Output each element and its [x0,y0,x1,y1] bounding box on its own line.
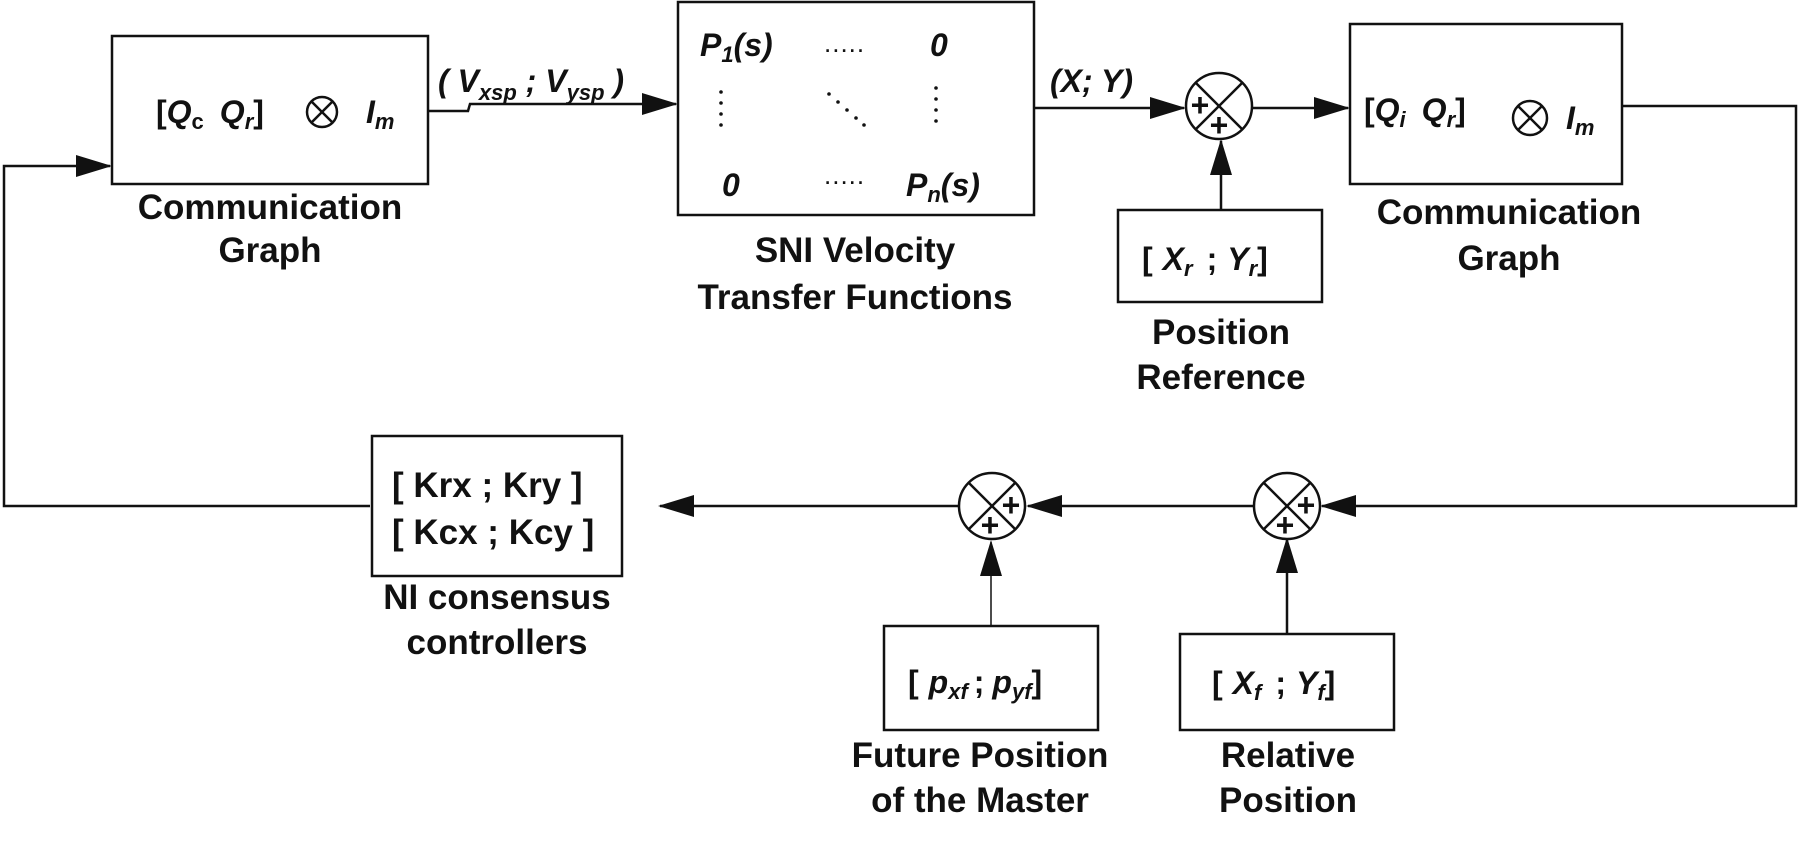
svg-text:P1(s): P1(s) [700,27,773,67]
svg-text:controllers: controllers [407,623,588,662]
position-reference-block: [Xr;Yr] Position Reference [1116,208,1324,397]
svg-text:Im: Im [1566,100,1594,140]
svg-text:Graph: Graph [218,231,321,270]
summing-junction-2: + + [957,471,1027,543]
plus-sign-icon: + [981,507,1000,543]
svg-text:[Xf;Yf]: [Xf;Yf] [1212,665,1335,705]
sni-velocity-transfer-functions-block: P1(s) ..... 0 0 ..... Pn(s) SNI Velocity… [676,0,1036,317]
wire-comm1-to-sni [428,93,678,115]
relative-position-block: [Xf;Yf] Relative Position [1178,632,1396,820]
svg-text:[ Krx ; Kry ]: [ Krx ; Kry ] [392,466,583,505]
wire-controllers-to-comm1 [2,155,370,508]
plus-sign-icon: + [1276,507,1295,543]
svg-text:Pn(s): Pn(s) [906,167,980,207]
svg-text:0: 0 [930,27,948,63]
svg-text:Transfer Functions: Transfer Functions [697,278,1012,317]
plus-sign-icon: + [1002,487,1021,523]
position-reference-caption: Position [1152,313,1290,352]
kronecker-icon [1511,99,1549,137]
future-position-caption: Future Position [852,736,1109,775]
relative-position-caption: Relative [1221,736,1355,775]
sni-velocity-caption: SNI Velocity [755,231,956,270]
svg-text:of the Master: of the Master [871,781,1089,820]
plus-sign-icon: + [1191,87,1210,123]
svg-text:Position: Position [1219,781,1357,820]
position-output-label: (X; Y) [1050,63,1133,99]
vertical-ellipsis-icon [934,86,938,123]
svg-text:[ Kcx ; Kcy ]: [ Kcx ; Kcy ] [392,513,594,552]
svg-text:Im: Im [366,94,394,134]
svg-text:0: 0 [722,167,740,203]
svg-text:Graph: Graph [1457,239,1560,278]
svg-text:[Xr;Yr]: [Xr;Yr] [1142,241,1268,281]
ni-consensus-controllers-block: [ Krx ; Kry ] [ Kcx ; Kcy ] NI consensus… [370,434,624,662]
ni-consensus-controllers-caption: NI consensus [383,578,611,617]
kronecker-icon [305,95,339,129]
summing-junction-3: + + [1252,471,1322,543]
vertical-ellipsis-icon [719,90,723,127]
diagonal-ellipsis-icon [827,92,866,127]
summing-junction-1: + + [1184,71,1254,143]
future-position-block: [pxf;pyf] Future Position of the Master [852,624,1109,820]
plus-sign-icon: + [1297,487,1316,523]
communication-graph-caption-1: Communication [138,188,402,227]
wire-comm2-to-sum3 [1320,104,1798,517]
svg-text:.....: ..... [824,160,865,190]
velocity-setpoint-label: ( Vxsp ; Vysp ) [438,63,624,105]
communication-graph-caption-2: Communication [1377,193,1641,232]
svg-text:Reference: Reference [1136,358,1305,397]
svg-text:[pxf;pyf]: [pxf;pyf] [908,664,1042,704]
connections [2,93,1798,634]
svg-text:.....: ..... [824,28,865,58]
plus-sign-icon: + [1210,107,1229,143]
